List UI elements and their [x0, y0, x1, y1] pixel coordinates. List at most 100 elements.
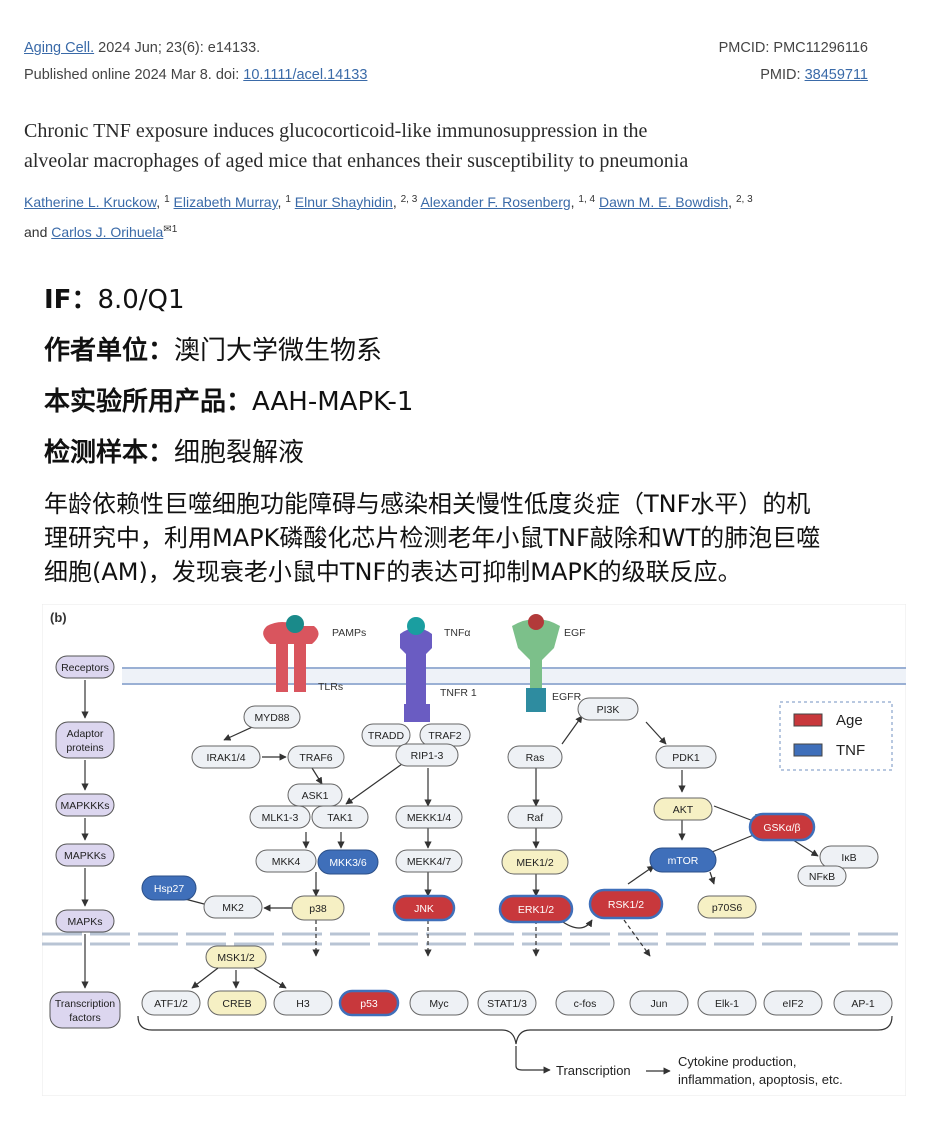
node-shape: [249, 805, 311, 829]
tf-label: c-fos: [574, 998, 597, 1010]
node-hsp27: Hsp27: [141, 875, 197, 901]
tf-label: STAT1/3: [487, 998, 527, 1010]
pmid-link[interactable]: 38459711: [804, 67, 868, 83]
msk-edges: [191, 967, 287, 989]
node-irak: IRAK1/4: [191, 745, 261, 769]
tf-jun: Jun: [629, 990, 689, 1016]
author-affiliation: 1: [171, 224, 178, 235]
level-receptors: [55, 655, 115, 679]
node-label: ERK1/2: [518, 904, 554, 916]
node-shape: [655, 745, 717, 769]
author-link[interactable]: Carlos J. Orihuela: [51, 224, 164, 240]
node-label: RIP1-3: [411, 750, 444, 762]
email-icon[interactable]: ✉: [163, 224, 172, 235]
node-mek12: MEK1/2: [501, 849, 569, 875]
node-label: MLK1-3: [262, 812, 299, 824]
node-mk2: MK2: [203, 895, 263, 919]
tf-p53: p53: [338, 989, 400, 1017]
citation-line-2: Published online 2024 Mar 8. doi: 10.111…: [24, 67, 367, 83]
nuclear-membrane: [42, 932, 906, 946]
tf-shape: [833, 990, 893, 1016]
node-shape: [501, 849, 569, 875]
node-shape: [819, 845, 879, 869]
info-label: IF：: [44, 285, 98, 315]
node-tradd: TRADD: [361, 723, 411, 747]
node-akt: AKT: [653, 797, 713, 821]
level-mapks: [55, 909, 115, 933]
node-label: TAK1: [327, 812, 353, 824]
node-pi3k: PI3K: [577, 697, 639, 721]
receptor-label: TNFR 1: [440, 687, 477, 699]
node-label: Hsp27: [154, 883, 185, 895]
outcome-label: inflammation, apoptosis, etc.: [678, 1072, 843, 1087]
author-link[interactable]: Alexander F. Rosenberg: [420, 194, 571, 210]
node-shape: [649, 847, 717, 873]
tf-c-fos: c-fos: [555, 990, 615, 1016]
node-shape: [395, 849, 463, 873]
node-shape: [243, 705, 301, 729]
node-raf: Raf: [507, 805, 563, 829]
paper-title-line-2: alveolar macrophages of aged mice that e…: [24, 150, 689, 172]
egfr-receptor-icon: EGF EGFR: [512, 614, 586, 712]
node-label: MYD88: [254, 712, 289, 724]
node-shape: [748, 812, 816, 842]
tf-shape: [629, 990, 689, 1016]
node-shape: [255, 849, 317, 873]
author-link[interactable]: Dawn M. E. Bowdish: [599, 194, 729, 210]
author-link[interactable]: Elizabeth Murray: [173, 194, 278, 210]
node-shape: [395, 805, 463, 829]
tf-label: Jun: [651, 998, 668, 1010]
tf-label: Myc: [429, 998, 448, 1010]
tf-shape: [141, 990, 201, 1016]
legend-tnf-label: TNF: [836, 742, 865, 759]
author-link[interactable]: Elnur Shayhidin: [294, 194, 393, 210]
tf-shape: [763, 990, 823, 1016]
node-label: TRAF6: [299, 752, 332, 764]
node-shape: [287, 745, 345, 769]
node-p38: p38: [291, 895, 345, 921]
panel-label: (b): [50, 610, 67, 625]
pmid-label: PMID:: [760, 67, 805, 83]
node-mkk36: MKK3/6: [317, 849, 379, 875]
journal-link[interactable]: Aging Cell.: [24, 40, 95, 56]
tf-creb: CREB: [207, 990, 267, 1016]
node-traf2: TRAF2: [419, 723, 471, 747]
author-affiliation: 2, 3: [400, 194, 418, 205]
level-mapkkks: [55, 793, 115, 817]
mapk-pathway-diagram: (b) Receptors Adaptor proteins MAPKKKs M…: [42, 604, 906, 1096]
node-shape: [311, 805, 369, 829]
pmid-line: PMID: 38459711: [760, 67, 868, 83]
node-label: PDK1: [672, 752, 700, 764]
doi-link[interactable]: 10.1111/acel.14133: [243, 67, 368, 83]
info-row-product: 本实验所用产品：AAH-MAPK-1: [44, 385, 413, 419]
tf-h3: H3: [273, 990, 333, 1016]
description-line: 理研究中，利用MAPK磷酸化芯片检测老年小鼠TNF敲除和WT的肺泡巨噬: [44, 524, 821, 552]
node-label: JNK: [414, 903, 434, 915]
tf-atf1-2: ATF1/2: [141, 990, 201, 1016]
tf-shape: [409, 990, 469, 1016]
tf-label: ATF1/2: [154, 998, 188, 1010]
node-label: Ras: [526, 752, 545, 764]
node-mekk47: MEKK4/7: [395, 849, 463, 873]
tf-label: AP-1: [851, 998, 875, 1010]
outcome-label: Cytokine production,: [678, 1054, 797, 1069]
node-pdk1: PDK1: [655, 745, 717, 769]
node-shape: [287, 783, 343, 807]
tf-shape: [338, 989, 400, 1017]
node-ask1: ASK1: [287, 783, 343, 807]
node-gsk: GSKα/β: [748, 812, 816, 842]
node-shape: [577, 697, 639, 721]
legend-age-label: Age: [836, 712, 863, 729]
receptor-label: TLRs: [318, 681, 343, 693]
node-mtor: mTOR: [649, 847, 717, 873]
author-link[interactable]: Katherine L. Kruckow: [24, 194, 157, 210]
node-label: MSK1/2: [217, 952, 255, 964]
level-transcription-factors: [49, 991, 121, 1029]
cell-membrane: [122, 667, 906, 685]
level-label: factors: [69, 1012, 101, 1024]
level-label: Transcription: [55, 998, 115, 1010]
node-label: TRAF2: [428, 730, 461, 742]
description-line: 细胞(AM)，发现衰老小鼠中TNF的表达可抑制MAPK的级联反应。: [44, 558, 742, 586]
tnfr1-receptor-icon: TNFα TNFR 1: [400, 617, 477, 722]
